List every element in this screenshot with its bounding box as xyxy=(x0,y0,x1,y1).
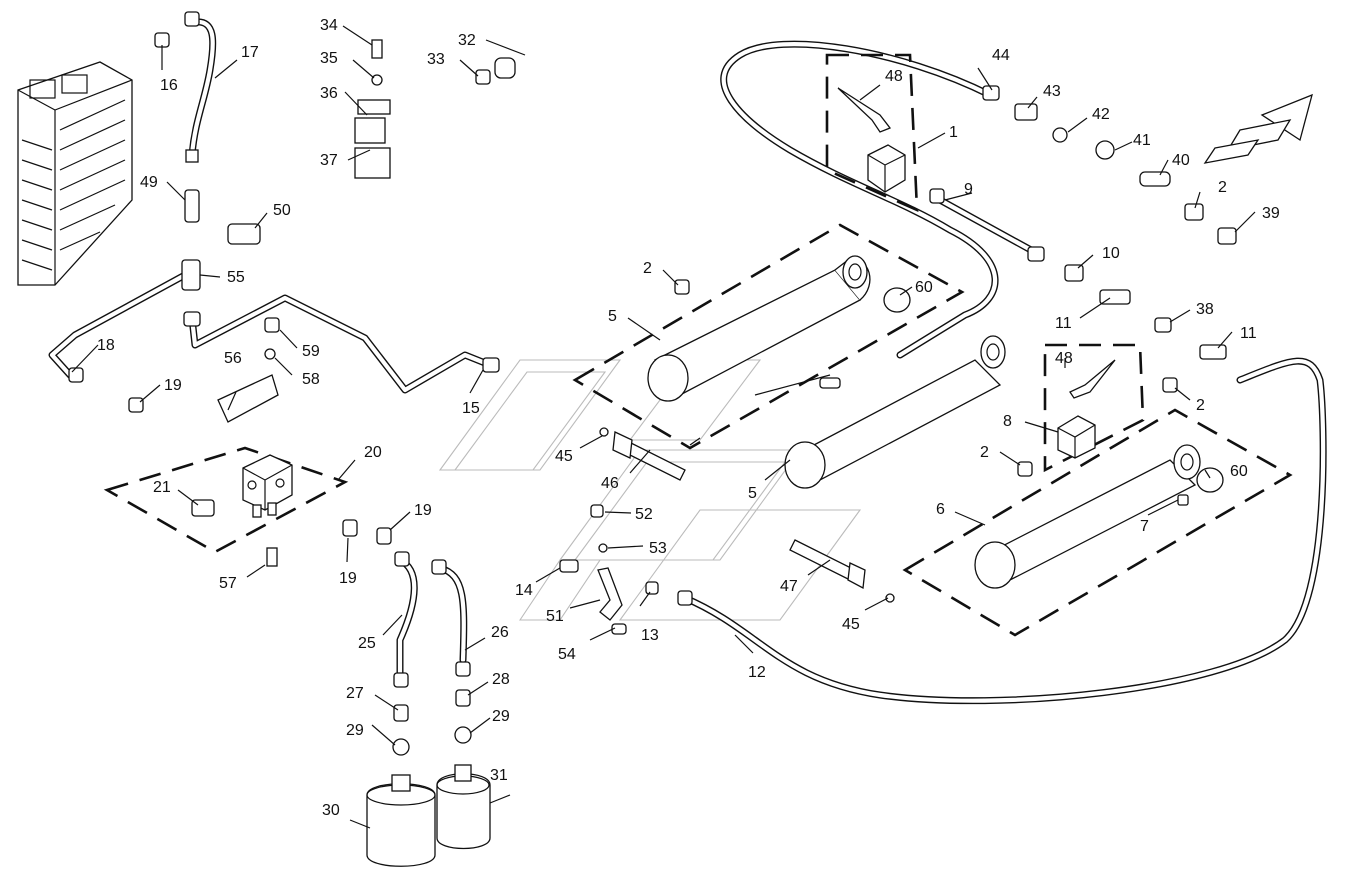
valve-1 xyxy=(867,144,906,193)
callout-42: 42 xyxy=(1092,106,1110,123)
callout-31: 31 xyxy=(490,767,508,784)
callout-48: 48 xyxy=(885,68,903,85)
callout-10: 10 xyxy=(1102,245,1120,262)
callout-7: 7 xyxy=(1140,518,1149,535)
callout-37: 37 xyxy=(320,152,338,169)
callout-48: 48 xyxy=(1055,350,1073,367)
callout-18: 18 xyxy=(97,337,115,354)
callout-56: 56 xyxy=(224,350,242,367)
cylinder-5-lower xyxy=(784,335,1006,489)
callout-8: 8 xyxy=(1003,413,1012,430)
callout-45: 45 xyxy=(555,448,573,465)
cylinder-6 xyxy=(974,444,1201,589)
callout-2: 2 xyxy=(643,260,652,277)
callout-21: 21 xyxy=(153,479,171,496)
callout-labels: 34 35 36 37 32 33 16 17 49 50 55 18 19 5… xyxy=(97,17,1280,819)
callout-20: 20 xyxy=(364,444,382,461)
callout-41: 41 xyxy=(1133,132,1151,149)
callout-43: 43 xyxy=(1043,83,1061,100)
callout-5: 5 xyxy=(748,485,757,502)
callout-53: 53 xyxy=(649,540,667,557)
callout-35: 35 xyxy=(320,50,338,67)
direction-arrow-icon xyxy=(1203,93,1313,164)
callout-33: 33 xyxy=(427,51,445,68)
callout-29: 29 xyxy=(492,708,510,725)
callout-25: 25 xyxy=(358,635,376,652)
callout-40: 40 xyxy=(1172,152,1190,169)
shaft-46 xyxy=(612,431,686,481)
callout-9: 9 xyxy=(964,181,973,198)
callout-17: 17 xyxy=(241,44,259,61)
lever-48 xyxy=(837,87,1116,399)
pipe-18 xyxy=(48,271,189,379)
callout-47: 47 xyxy=(780,578,798,595)
leader-lines xyxy=(71,25,1256,829)
hose-17 xyxy=(188,18,217,159)
callout-34: 34 xyxy=(320,17,338,34)
callout-29: 29 xyxy=(346,722,364,739)
callout-45: 45 xyxy=(842,616,860,633)
pipe-15 xyxy=(188,294,494,394)
callout-19: 19 xyxy=(339,570,357,587)
callout-58: 58 xyxy=(302,371,320,388)
callout-12: 12 xyxy=(748,664,766,681)
hose-44 xyxy=(720,40,999,359)
callout-26: 26 xyxy=(491,624,509,641)
plate-56 xyxy=(217,374,279,423)
callout-30: 30 xyxy=(322,802,340,819)
callout-19: 19 xyxy=(164,377,182,394)
callout-16: 16 xyxy=(160,77,178,94)
accumulator-31 xyxy=(436,764,491,850)
callout-60: 60 xyxy=(915,279,933,296)
callout-44: 44 xyxy=(992,47,1010,64)
callout-14: 14 xyxy=(515,582,533,599)
shaft-47 xyxy=(789,539,866,590)
bushing-60 xyxy=(883,287,1224,493)
callout-11: 11 xyxy=(1240,325,1257,342)
callout-15: 15 xyxy=(462,400,480,417)
callout-60: 60 xyxy=(1230,463,1248,480)
callout-13: 13 xyxy=(641,627,659,644)
callout-1: 1 xyxy=(949,124,958,141)
callout-2: 2 xyxy=(980,444,989,461)
callout-59: 59 xyxy=(302,343,320,360)
bracket-51 xyxy=(597,567,623,621)
callout-27: 27 xyxy=(346,685,364,702)
callout-55: 55 xyxy=(227,269,245,286)
callout-2: 2 xyxy=(1196,397,1205,414)
callout-2: 2 xyxy=(1218,179,1227,196)
callout-32: 32 xyxy=(458,32,476,49)
callout-51: 51 xyxy=(546,608,564,625)
callout-49: 49 xyxy=(140,174,158,191)
callout-52: 52 xyxy=(635,506,653,523)
callout-38: 38 xyxy=(1196,301,1214,318)
distribution-block-20 xyxy=(242,454,293,518)
pipe-26 xyxy=(436,564,468,664)
callout-54: 54 xyxy=(558,646,576,663)
callout-57: 57 xyxy=(219,575,237,592)
hose-9 xyxy=(936,196,1044,259)
control-valve-block xyxy=(17,61,133,286)
callout-28: 28 xyxy=(492,671,510,688)
accumulator-30 xyxy=(366,774,436,867)
fittings xyxy=(68,11,1237,756)
callout-5: 5 xyxy=(608,308,617,325)
hose-12 xyxy=(681,357,1327,705)
cylinder-5-upper xyxy=(647,255,871,402)
callout-6: 6 xyxy=(936,501,945,518)
callout-11: 11 xyxy=(1055,315,1072,332)
callout-39: 39 xyxy=(1262,205,1280,222)
callout-46: 46 xyxy=(601,475,619,492)
valve-8 xyxy=(1057,415,1096,459)
callout-19: 19 xyxy=(414,502,432,519)
pipe-25 xyxy=(396,556,418,682)
callout-36: 36 xyxy=(320,85,338,102)
callout-50: 50 xyxy=(273,202,291,219)
